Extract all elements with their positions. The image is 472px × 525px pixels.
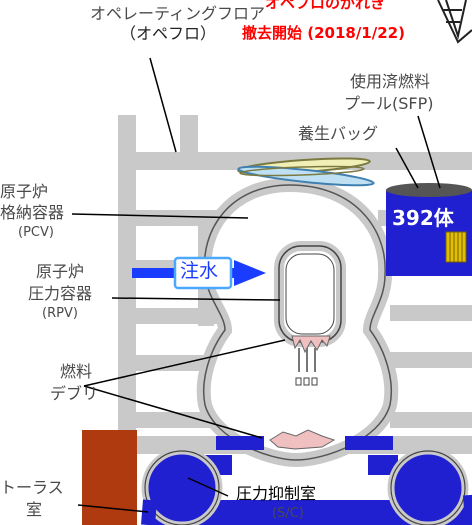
curing-bag xyxy=(237,157,375,187)
sfp-label-line2: プール(SFP) xyxy=(344,94,434,113)
sfp-label-line1: 使用済燃料 xyxy=(350,72,431,91)
sc-label-line1: 圧力抑制室 xyxy=(236,484,317,503)
debris-label-line2: デブリ xyxy=(50,384,99,403)
torus-room-label-line1: トーラス xyxy=(0,478,64,497)
injection-label: 注水 xyxy=(180,260,219,282)
rpv-label-line3: (RPV) xyxy=(42,306,78,321)
control-rod-drives xyxy=(298,348,316,372)
rpv-bottom-debris xyxy=(291,335,331,354)
torus-room-label-line2: 室 xyxy=(26,500,43,519)
leader-lines xyxy=(71,57,441,513)
rpv-vessel xyxy=(274,241,346,347)
rpv-label-line2: 圧力容器 xyxy=(28,284,93,303)
removal-label-line1: オペフロのがれき xyxy=(265,0,386,12)
crane xyxy=(437,0,472,44)
opefloor-label-line2: （オペフロ） xyxy=(120,24,217,43)
pedestal-floor xyxy=(216,436,393,450)
opefloor-label-line1: オペレーティングフロア xyxy=(90,4,266,23)
removal-label-line2: 撤去開始 (2018/1/22) xyxy=(242,24,405,42)
sc-label-line2: (S/C) xyxy=(272,506,304,521)
debris-label-line1: 燃料 xyxy=(60,362,93,381)
pcv-label-line2: 格納容器 xyxy=(0,203,65,222)
injection-box xyxy=(173,256,233,290)
pcv-label-line3: (PCV) xyxy=(18,225,54,240)
pcv-label-line1: 原子炉 xyxy=(0,182,49,201)
curing-bag-label: 養生バッグ xyxy=(298,124,379,143)
torus-room-wall xyxy=(82,430,137,525)
pcv-floor-debris xyxy=(269,429,336,450)
rpv-label-line1: 原子炉 xyxy=(36,262,85,281)
fuel-count-label: 392体 xyxy=(392,206,454,230)
fuel-rack xyxy=(445,231,467,263)
